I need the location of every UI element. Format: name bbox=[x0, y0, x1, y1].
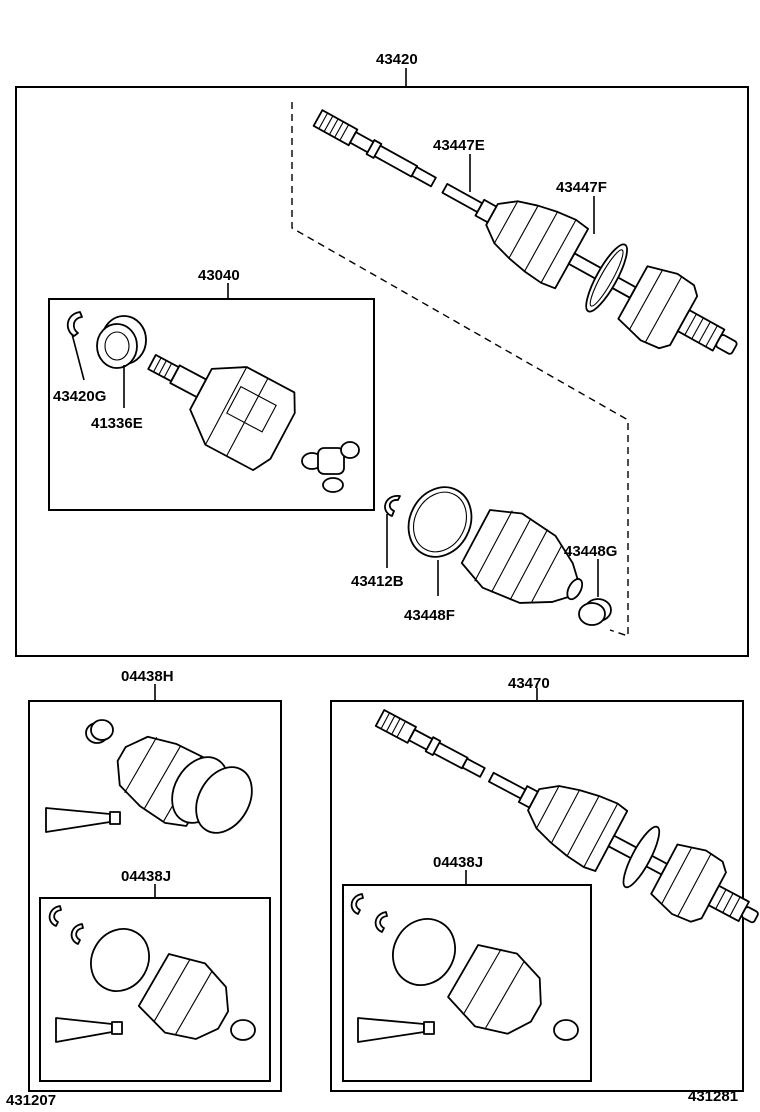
label-43470: 43470 bbox=[508, 675, 550, 692]
label-04438J-right: 04438J bbox=[433, 854, 483, 871]
footer-ref-right: 431281 bbox=[688, 1088, 738, 1105]
boot-band-f-illustration bbox=[407, 486, 473, 558]
assembly-43420-group: 43420 bbox=[15, 51, 749, 657]
inboard-joint-frame bbox=[48, 298, 375, 511]
label-43412B: 43412B bbox=[351, 573, 404, 590]
label-43448F: 43448F bbox=[404, 607, 455, 624]
grease-tube-illustration bbox=[45, 807, 111, 833]
inboard-joint-43040-group: 43040 43420G 41336E bbox=[48, 267, 375, 511]
assembly-43420-frame bbox=[15, 86, 749, 657]
footer-ref-left: 431207 bbox=[6, 1092, 56, 1109]
label-43420G: 43420G bbox=[53, 388, 106, 405]
drive-shaft-alt-illustration bbox=[374, 709, 759, 924]
drive-shaft-illustration bbox=[312, 109, 738, 355]
snap-ring-illustration bbox=[66, 311, 83, 337]
dust-seal-illustration bbox=[96, 315, 147, 369]
exploded-outline bbox=[291, 102, 629, 637]
label-04438J-left: 04438J bbox=[121, 868, 171, 885]
boot-band-g-illustration bbox=[578, 598, 612, 626]
label-43040: 43040 bbox=[198, 267, 240, 284]
label-43448G: 43448G bbox=[564, 543, 617, 560]
boot-kit-04438J-right-group: 04438J bbox=[342, 854, 592, 1082]
label-43420: 43420 bbox=[376, 51, 418, 68]
label-43447E: 43447E bbox=[433, 137, 485, 154]
boot-kit-04438H-group: 04438H 04438J bbox=[28, 668, 282, 1092]
tripod-housing-illustration bbox=[147, 354, 296, 472]
label-04438H: 04438H bbox=[121, 668, 174, 685]
label-43447F: 43447F bbox=[556, 179, 607, 196]
tripod-spider-illustration bbox=[301, 441, 360, 493]
boot-kit-04438J-right-frame bbox=[342, 884, 592, 1082]
assembly-43470-group: 43470 bbox=[330, 675, 759, 1092]
boot-kit-04438J-left-group: 04438J bbox=[39, 868, 271, 1082]
snap-ring-b-illustration bbox=[384, 495, 401, 517]
inboard-boot-illustration bbox=[460, 509, 584, 604]
label-41336E: 41336E bbox=[91, 415, 143, 432]
